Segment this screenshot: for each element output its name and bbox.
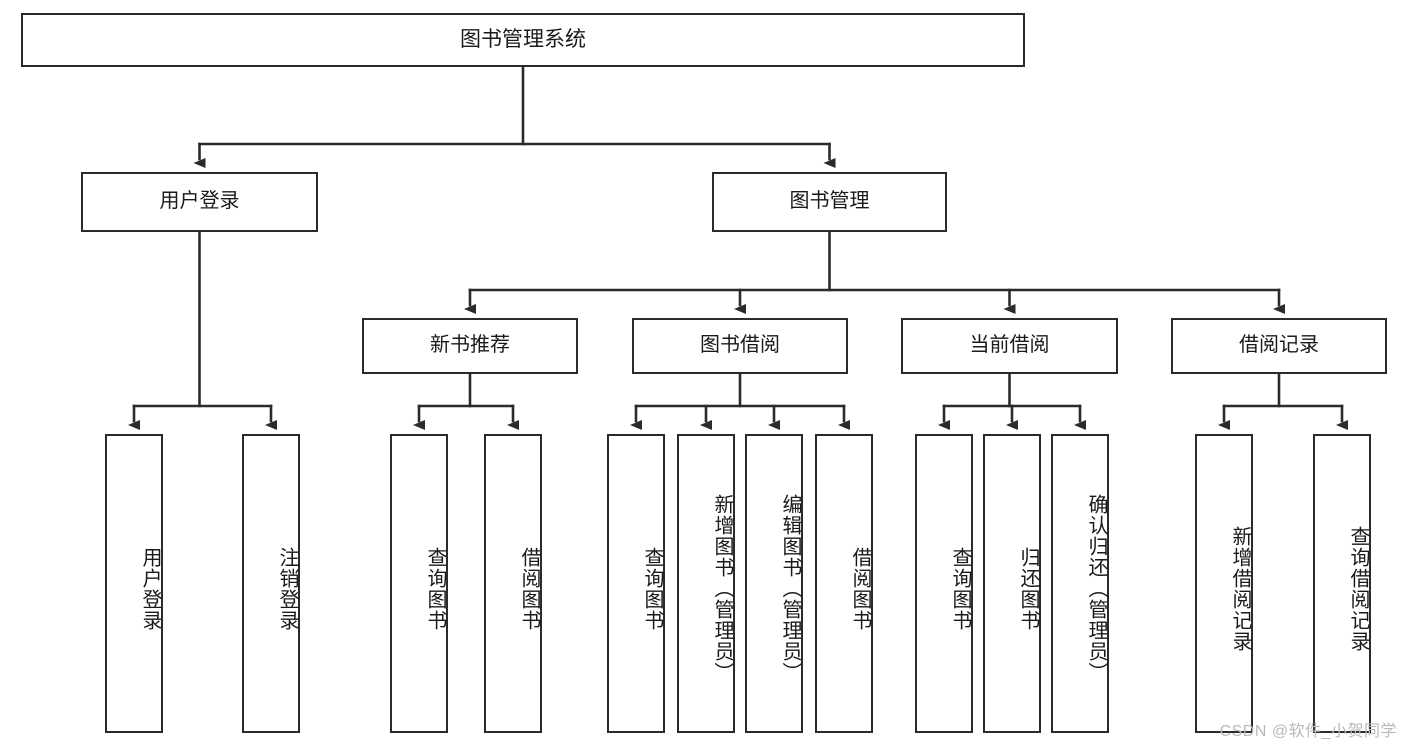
- node-label: 查询图书: [641, 546, 663, 631]
- node-l-edit-book[interactable]: 编辑图书（管理员）: [745, 434, 803, 733]
- node-label: 借阅图书: [518, 546, 540, 631]
- node-l-return[interactable]: 归还图书: [983, 434, 1041, 733]
- node-label: 图书管理: [789, 190, 870, 213]
- node-l-confirm[interactable]: 确认归还（管理员）: [1051, 434, 1109, 733]
- node-label: 借阅记录: [1239, 334, 1319, 357]
- node-label: 归还图书: [1017, 546, 1039, 631]
- node-l-logout[interactable]: 注销登录: [242, 434, 300, 733]
- node-label: 图书管理系统: [460, 27, 586, 51]
- node-label: 当前借阅: [969, 334, 1050, 357]
- node-l-query-3[interactable]: 查询图书: [915, 434, 973, 733]
- node-l-add-book[interactable]: 新增图书（管理员）: [677, 434, 735, 733]
- node-label: 新增借阅记录: [1229, 525, 1251, 652]
- node-label: 用户登录: [139, 546, 161, 631]
- node-label: 新增图书（管理员）: [711, 494, 733, 683]
- node-label: 注销登录: [276, 546, 298, 631]
- node-l-add-record[interactable]: 新增借阅记录: [1195, 434, 1253, 733]
- node-label: 查询图书: [424, 546, 446, 631]
- node-n-current[interactable]: 当前借阅: [901, 318, 1118, 374]
- node-label: 用户登录: [159, 190, 240, 213]
- node-label: 借阅图书: [849, 546, 871, 631]
- node-n-borrow[interactable]: 图书借阅: [632, 318, 848, 374]
- node-label: 图书借阅: [700, 334, 780, 357]
- node-l-borrow-1[interactable]: 借阅图书: [484, 434, 542, 733]
- node-root-root[interactable]: 图书管理系统: [21, 13, 1025, 67]
- node-label: 新书推荐: [430, 334, 510, 357]
- node-label: 查询借阅记录: [1347, 525, 1369, 652]
- node-l-query-2[interactable]: 查询图书: [607, 434, 665, 733]
- node-label: 编辑图书（管理员）: [779, 494, 801, 683]
- node-n-book-mgmt[interactable]: 图书管理: [712, 172, 947, 232]
- node-l-login[interactable]: 用户登录: [105, 434, 163, 733]
- watermark: CSDN @软件_小贺同学: [1219, 723, 1397, 740]
- node-n-records[interactable]: 借阅记录: [1171, 318, 1387, 374]
- node-l-query-record[interactable]: 查询借阅记录: [1313, 434, 1371, 733]
- node-label: 确认归还（管理员）: [1085, 494, 1107, 683]
- node-label: 查询图书: [949, 546, 971, 631]
- node-l-borrow-2[interactable]: 借阅图书: [815, 434, 873, 733]
- node-n-user-login[interactable]: 用户登录: [81, 172, 318, 232]
- node-l-query-1[interactable]: 查询图书: [390, 434, 448, 733]
- node-n-new-books[interactable]: 新书推荐: [362, 318, 578, 374]
